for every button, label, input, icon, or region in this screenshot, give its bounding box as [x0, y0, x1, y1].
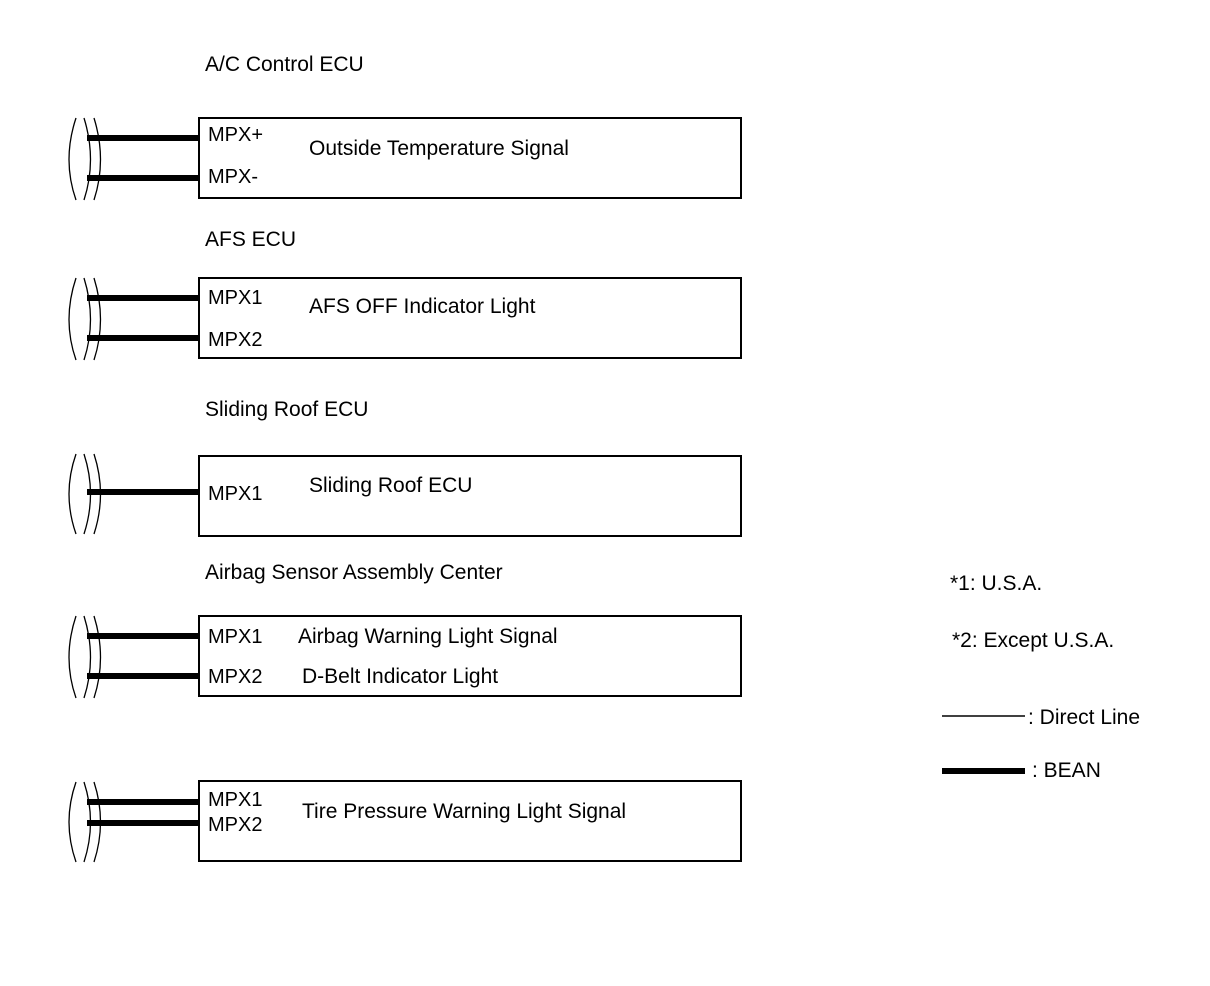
- ecu-block-airbag-sensor: Airbag Sensor Assembly Center MPX1 MPX2 …: [68, 561, 742, 699]
- signal-label: Airbag Warning Light Signal: [298, 625, 558, 648]
- block-title: Sliding Roof ECU: [205, 398, 368, 421]
- break-curve: [93, 781, 102, 863]
- ecu-block-tire-pressure: MPX1 MPX2 Tire Pressure Warning Light Si…: [68, 780, 742, 863]
- block-title: A/C Control ECU: [205, 53, 364, 76]
- break-curve: [93, 615, 102, 699]
- break-curve: [93, 277, 102, 361]
- pin-label: MPX1: [208, 626, 262, 648]
- block-title: AFS ECU: [205, 228, 296, 251]
- pin-label: MPX2: [208, 666, 262, 688]
- ecu-block-afs: AFS ECU MPX1 MPX2 AFS OFF Indicator Ligh…: [68, 228, 742, 361]
- legend-note-2: *2: Except U.S.A.: [952, 629, 1114, 652]
- wire-break-symbol: [68, 277, 102, 361]
- break-curve: [83, 453, 92, 535]
- wire-break-symbol: [68, 615, 102, 699]
- signal-label: AFS OFF Indicator Light: [309, 295, 536, 318]
- break-curve: [83, 781, 92, 863]
- break-curve: [68, 277, 77, 361]
- pin-label: MPX1: [208, 483, 262, 505]
- pin-label: MPX2: [208, 329, 262, 351]
- ecu-box: [198, 277, 742, 359]
- pin-label: MPX1: [208, 287, 262, 309]
- signal-label: Outside Temperature Signal: [309, 137, 569, 160]
- ecu-box: [198, 615, 742, 697]
- wire-break-symbol: [68, 781, 102, 863]
- break-curve: [68, 615, 77, 699]
- ecu-block-sliding-roof: Sliding Roof ECU MPX1 Sliding Roof ECU: [68, 398, 742, 537]
- pin-label: MPX-: [208, 166, 258, 188]
- wire-break-symbol: [68, 117, 102, 201]
- pin-label: MPX1: [208, 789, 262, 811]
- ecu-box: [198, 455, 742, 537]
- signal-label: Sliding Roof ECU: [309, 474, 472, 497]
- wire-break-symbol: [68, 453, 102, 535]
- ecu-box: [198, 117, 742, 199]
- legend-direct-line-label: : Direct Line: [1028, 706, 1140, 729]
- block-title: Airbag Sensor Assembly Center: [205, 561, 503, 584]
- signal-label: D-Belt Indicator Light: [302, 665, 498, 688]
- legend-bean-label: : BEAN: [1032, 759, 1101, 782]
- pin-label: MPX+: [208, 124, 263, 146]
- break-curve: [68, 781, 77, 863]
- break-curve: [83, 117, 92, 201]
- break-curve: [93, 117, 102, 201]
- break-curve: [83, 277, 92, 361]
- break-curve: [68, 117, 77, 201]
- ecu-block-ac-control: A/C Control ECU MPX+ MPX- Outside Temper…: [68, 53, 742, 201]
- legend: *1: U.S.A. *2: Except U.S.A. : Direct Li…: [942, 572, 1140, 782]
- signal-label: Tire Pressure Warning Light Signal: [302, 800, 626, 823]
- legend-note-1: *1: U.S.A.: [950, 572, 1042, 595]
- break-curve: [83, 615, 92, 699]
- pin-label: MPX2: [208, 814, 262, 836]
- break-curve: [93, 453, 102, 535]
- break-curve: [68, 453, 77, 535]
